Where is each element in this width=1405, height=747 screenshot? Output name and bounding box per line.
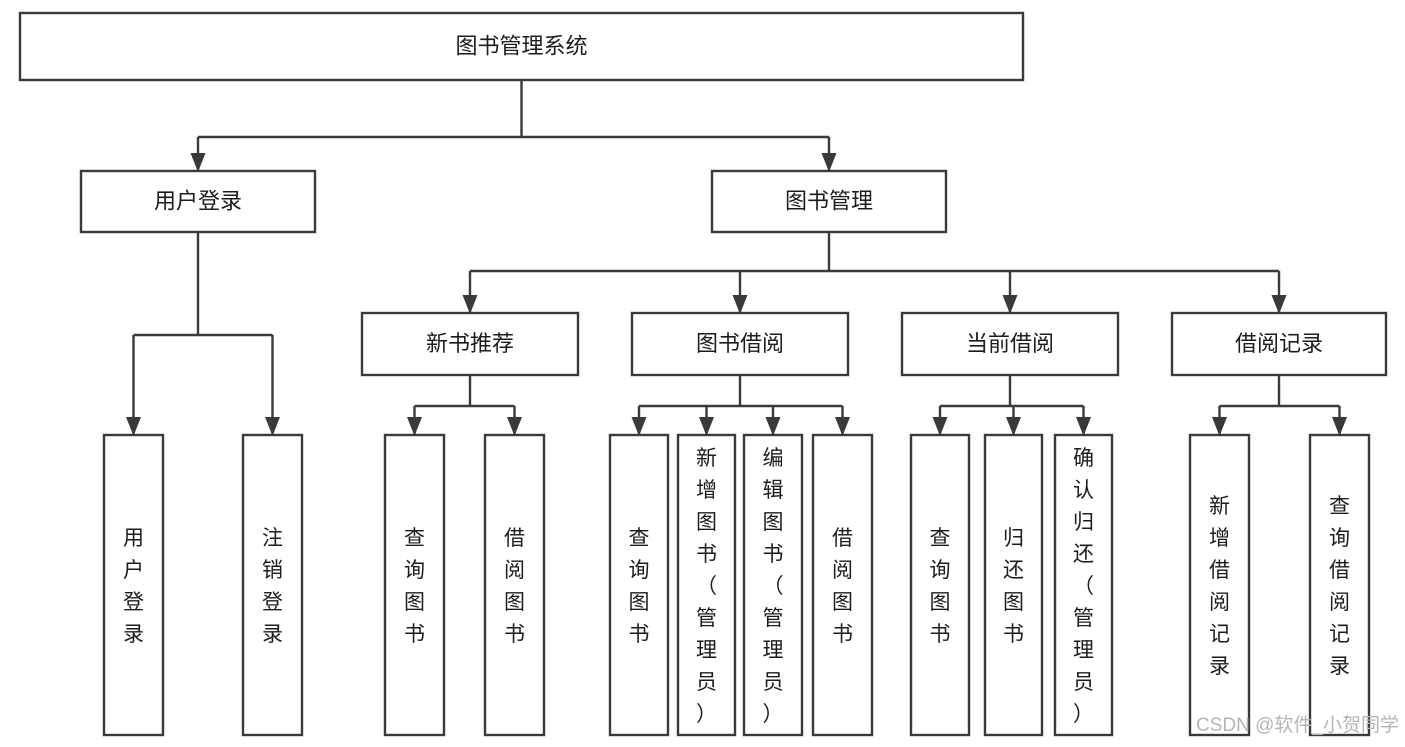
node-label-leaf-9: 归还图书	[1003, 527, 1024, 646]
node-box-level3-3[interactable]	[1170, 311, 1388, 377]
node-label-root-0: 图书管理系统	[455, 33, 587, 58]
arrow-head-icon-leaf-4	[631, 417, 647, 436]
node-label-leaf-1: 注销登录	[262, 527, 283, 646]
node-label-level3-0: 新书推荐	[426, 331, 514, 356]
node-label-leaf-3: 借阅图书	[504, 527, 525, 646]
node-box-leaf-4[interactable]	[608, 433, 670, 737]
arrow-head-icon-level3-0	[462, 295, 478, 314]
node-box-level3-2[interactable]	[900, 311, 1120, 377]
arrow-head-icon-leaf-6	[765, 417, 781, 436]
node-box-leaf-10[interactable]	[1053, 433, 1114, 737]
arrow-head-icon-leaf-9	[1006, 417, 1021, 436]
node-box-level3-1[interactable]	[630, 311, 850, 377]
node-label-leaf-7: 借阅图书	[832, 527, 853, 646]
node-box-leaf-0[interactable]	[102, 433, 165, 737]
arrow-head-icon-level3-1	[732, 295, 748, 314]
node-box-level2-0[interactable]	[79, 169, 317, 234]
node-label-level3-3: 借阅记录	[1235, 331, 1323, 356]
arrow-head-icon-leaf-0	[126, 417, 141, 436]
node-box-leaf-12[interactable]	[1308, 433, 1371, 737]
node-label-level2-0: 用户登录	[154, 188, 242, 213]
csdn-watermark: CSDN @软件_小贺同学	[1196, 714, 1399, 736]
node-label-leaf-12: 查询借阅记录	[1329, 495, 1350, 678]
arrow-head-icon-leaf-5	[699, 417, 714, 436]
connector-lines	[126, 80, 1347, 436]
node-label-leaf-0: 用户登录	[123, 527, 144, 646]
node-label-leaf-6: 编辑图书（管理员）	[763, 447, 784, 726]
arrow-head-icon-leaf-8	[932, 417, 948, 436]
arrow-head-icon-level2-1	[821, 153, 837, 172]
node-label-level3-1: 图书借阅	[696, 331, 784, 356]
node-label-leaf-2: 查询图书	[404, 527, 425, 646]
node-box-level3-0[interactable]	[360, 311, 580, 377]
node-box-root-0[interactable]	[18, 11, 1025, 82]
arrow-head-icon-leaf-7	[835, 417, 850, 436]
arrow-head-icon-leaf-10	[1076, 417, 1091, 436]
node-box-leaf-11[interactable]	[1188, 433, 1251, 737]
node-label-leaf-10: 确认归还（管理员）	[1073, 447, 1094, 726]
node-box-leaf-3[interactable]	[483, 433, 546, 737]
node-box-leaf-1[interactable]	[241, 433, 304, 737]
arrow-head-icon-level3-3	[1271, 295, 1287, 314]
node-box-leaf-5[interactable]	[676, 433, 737, 737]
node-label-leaf-4: 查询图书	[629, 527, 650, 646]
node-box-leaf-6[interactable]	[742, 433, 804, 737]
node-box-leaf-7[interactable]	[811, 433, 874, 737]
node-labels: 图书管理系统用户登录图书管理新书推荐图书借阅当前借阅借阅记录用户登录注销登录查询…	[123, 33, 1350, 726]
arrow-head-icon-leaf-2	[407, 417, 422, 436]
node-box-leaf-9[interactable]	[983, 433, 1044, 737]
node-label-level2-1: 图书管理	[785, 188, 873, 213]
node-box-leaf-2[interactable]	[383, 433, 446, 737]
node-label-leaf-5: 新增图书（管理员）	[696, 447, 717, 726]
arrow-head-icon-level3-2	[1002, 295, 1018, 314]
arrow-head-icon-leaf-11	[1212, 417, 1227, 436]
node-label-level3-2: 当前借阅	[966, 331, 1054, 356]
node-box-level2-1[interactable]	[710, 169, 948, 234]
node-box-leaf-8[interactable]	[909, 433, 971, 737]
node-label-leaf-8: 查询图书	[930, 527, 951, 646]
node-boxes	[18, 11, 1388, 737]
arrow-head-icon-level2-0	[190, 153, 206, 172]
node-label-leaf-11: 新增借阅记录	[1209, 495, 1230, 678]
arrow-head-icon-leaf-1	[265, 417, 280, 436]
arrow-head-icon-leaf-12	[1332, 417, 1347, 436]
arrow-head-icon-leaf-3	[507, 417, 522, 436]
